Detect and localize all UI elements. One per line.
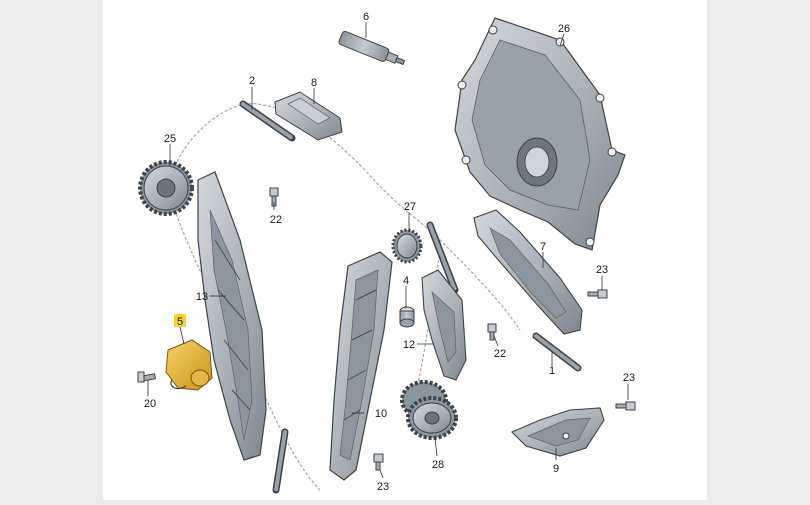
sprocket-part-27 [391,228,423,264]
sprocket-part-28 [400,380,458,440]
callout-23-upper: 23 [596,264,608,276]
guide-rail-part-9 [511,407,605,457]
callout-9: 9 [553,463,559,475]
callout-8: 8 [311,77,317,89]
callout-13: 13 [196,291,208,303]
chain-segment-upper-middle [426,221,459,294]
timing-cover-part [454,17,626,251]
chain-segment-part-2 [239,100,296,142]
callout-labels: 6 26 2 8 25 22 27 7 23 4 13 12 22 1 5 20… [144,11,635,493]
callout-26: 26 [558,23,570,35]
callout-1: 1 [549,365,555,377]
guide-rail-part-10 [329,251,393,481]
guide-rail-part-7 [473,209,583,335]
sealant-tube-part [338,31,406,66]
sprocket-part-25 [138,160,194,216]
chain-segment-lower-left [272,428,289,494]
chain-segment-part-1 [532,332,582,372]
guide-rail-part [274,91,343,141]
pin-part-4 [399,306,415,328]
leader-lines [147,22,629,479]
callout-22-upper: 22 [270,214,282,226]
callout-5: 5 [177,316,183,328]
callout-23-bottom: 23 [377,481,389,493]
callout-10: 10 [375,408,387,420]
callout-23-right: 23 [623,372,635,384]
callout-2: 2 [249,75,255,87]
callout-20: 20 [144,398,156,410]
callout-22-lower: 22 [494,348,506,360]
callout-6: 6 [363,11,369,23]
tensioner-rail-part-13 [197,171,267,461]
highlight-badge [174,314,186,327]
bolt-part-23-upper [587,289,608,299]
callout-4: 4 [403,275,409,287]
callout-27: 27 [404,201,416,213]
chain-tensioner-part-5 [165,339,213,391]
guide-rail-part-12 [421,269,467,381]
bolt-part-23-right [615,401,636,411]
bolt-part-20 [137,371,156,383]
callout-12: 12 [403,339,415,351]
callout-28: 28 [432,459,444,471]
callout-7: 7 [540,241,546,253]
bolt-part-23-bottom [373,453,384,471]
callout-25: 25 [164,133,176,145]
